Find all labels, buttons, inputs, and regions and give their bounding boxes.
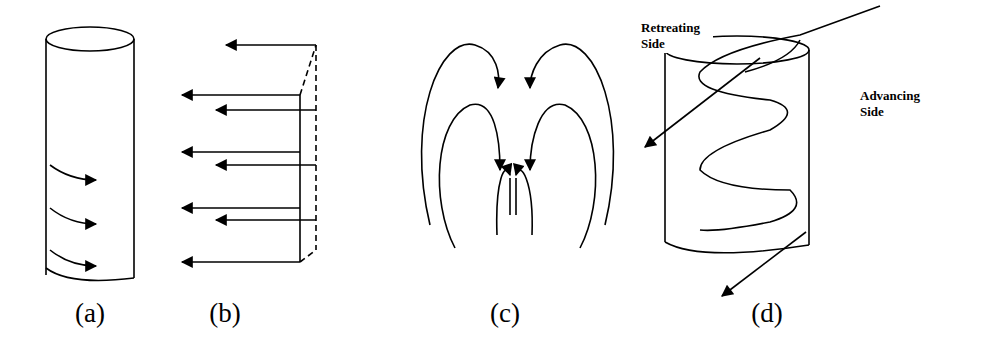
panel-label: (d) xyxy=(751,298,782,329)
panel-label: (c) xyxy=(490,298,520,329)
cylinder-a xyxy=(46,27,134,280)
side-label: Retreating Side xyxy=(641,20,713,53)
panel-label: (a) xyxy=(75,298,105,329)
panel-label: (b) xyxy=(209,298,240,329)
circulation-loops-c xyxy=(422,44,614,248)
side-label: Advancing Side xyxy=(860,88,932,121)
shear-arrows-b xyxy=(182,45,316,262)
